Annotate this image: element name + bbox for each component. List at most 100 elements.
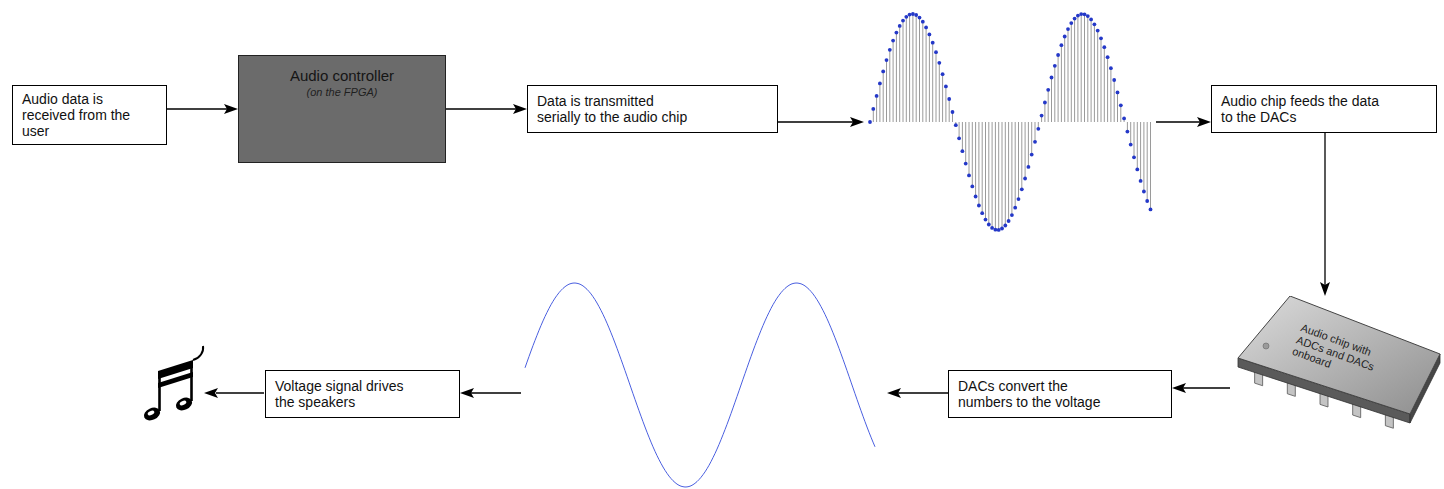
note-highlight xyxy=(179,400,187,407)
sample-dot xyxy=(1013,206,1017,210)
sample-dot xyxy=(1000,227,1004,231)
sample-stem xyxy=(1097,31,1098,122)
sample-stem xyxy=(886,60,887,122)
sample-dot xyxy=(1139,179,1143,183)
sample-dot xyxy=(1010,213,1014,217)
sample-stem xyxy=(969,122,970,175)
sample-dot xyxy=(904,15,908,19)
sample-stem xyxy=(1021,122,1022,189)
arrow-head xyxy=(224,104,238,114)
controller-title: Audio controller xyxy=(290,67,394,85)
box-text: DACs convert the numbers to the voltage xyxy=(958,378,1108,410)
sample-stem xyxy=(896,33,897,122)
sample-dot xyxy=(990,226,994,230)
sample-dot xyxy=(928,33,932,37)
sample-stem xyxy=(1008,122,1009,221)
sample-dot xyxy=(1145,199,1149,203)
sample-dot xyxy=(1122,117,1126,121)
sample-dot xyxy=(1083,12,1087,16)
sample-dot xyxy=(881,70,885,74)
sample-stem xyxy=(995,122,996,230)
audio-chip: Audio chip with ADCs and DACs onboard xyxy=(1230,296,1444,436)
process-box: Audio data is received from the user xyxy=(12,85,167,145)
sample-dot xyxy=(1043,101,1047,105)
to-speaker-arrow xyxy=(204,388,264,398)
sample-stem xyxy=(965,122,966,164)
sample-stem xyxy=(1068,29,1069,122)
sample-stem xyxy=(936,52,937,122)
arrow-head xyxy=(1197,117,1211,127)
sample-stem xyxy=(982,122,983,213)
sample-dot xyxy=(1102,45,1106,49)
sample-stem xyxy=(1094,24,1095,122)
sample-stem xyxy=(1044,103,1045,123)
sample-dot xyxy=(1050,76,1054,80)
process-box: Voltage signal drives the speakers xyxy=(265,370,460,418)
sample-stem xyxy=(998,122,999,230)
sample-dot xyxy=(1030,153,1034,157)
analog-wave xyxy=(525,283,875,487)
sample-dot xyxy=(934,50,938,54)
sample-dot xyxy=(961,149,965,153)
sample-dot xyxy=(901,19,905,23)
sample-dot xyxy=(1142,190,1146,194)
controller-box: Audio controller(on the FPGA) xyxy=(238,55,446,163)
arrow-head xyxy=(1320,282,1330,296)
sample-stem xyxy=(1061,45,1062,122)
sample-dot xyxy=(1096,29,1100,33)
sample-dot xyxy=(974,195,978,199)
sample-dot xyxy=(951,110,955,114)
sample-dot xyxy=(1060,43,1064,47)
sample-stem xyxy=(883,71,884,122)
sample-stem xyxy=(945,86,946,122)
connector-arrow xyxy=(1320,133,1330,296)
sample-dot xyxy=(984,218,988,222)
sample-stem xyxy=(912,14,913,122)
sample-dot xyxy=(1076,14,1080,18)
sample-dot xyxy=(924,26,928,30)
sample-dot xyxy=(1132,155,1136,159)
sample-dot xyxy=(914,13,918,17)
sample-stem xyxy=(1084,14,1085,122)
sample-stem xyxy=(1025,122,1026,179)
sample-stem xyxy=(992,122,993,228)
connector-arrow xyxy=(778,117,1211,127)
sample-dot xyxy=(957,136,961,140)
arrow-head xyxy=(513,104,527,114)
sample-stem xyxy=(932,43,933,122)
sample-dot xyxy=(1040,114,1044,118)
note-flag xyxy=(193,346,203,360)
sample-stem xyxy=(1005,122,1006,226)
sample-dot xyxy=(941,72,945,76)
arrow-head xyxy=(460,388,474,398)
sample-stem xyxy=(1087,16,1088,122)
box-text: Audio data is received from the user xyxy=(22,91,157,139)
sample-stem xyxy=(1143,122,1144,192)
sample-stem xyxy=(919,18,920,122)
note-highlight xyxy=(147,410,155,417)
sample-dot xyxy=(1106,55,1110,59)
note-beam xyxy=(158,372,193,388)
sample-stem xyxy=(916,15,917,122)
sample-dot xyxy=(1073,17,1077,21)
chip-dot xyxy=(1263,343,1269,349)
sample-dot xyxy=(1116,91,1120,95)
arrow-head xyxy=(1172,383,1186,393)
sample-dot xyxy=(908,13,912,17)
sample-dot xyxy=(921,20,925,24)
sample-dot xyxy=(1089,18,1093,22)
sample-stem xyxy=(962,122,963,151)
connector-arrow xyxy=(167,104,238,114)
sample-dot xyxy=(1109,66,1113,70)
sample-stem xyxy=(1091,19,1092,122)
sample-stem xyxy=(972,122,973,186)
sample-dot xyxy=(1027,165,1031,169)
sample-dot xyxy=(878,82,882,86)
sample-stem xyxy=(1110,68,1111,122)
sample-stem xyxy=(949,99,950,122)
sample-dot xyxy=(1046,88,1050,92)
sample-stem xyxy=(879,83,880,122)
sample-dot xyxy=(1063,35,1067,39)
sample-stem xyxy=(1140,122,1141,181)
